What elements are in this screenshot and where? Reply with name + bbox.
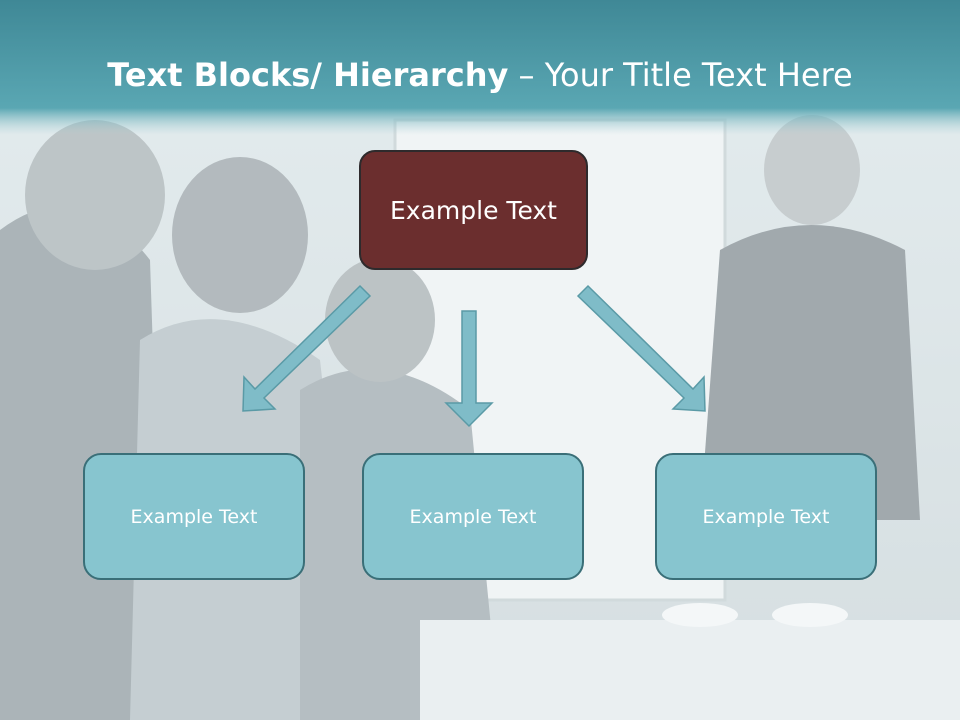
child-box-center[interactable]: Example Text [362,453,584,580]
arrow-right [576,284,706,412]
title-band [0,0,960,135]
slide-title-rest: – Your Title Text Here [508,56,853,94]
slide-title: Text Blocks/ Hierarchy – Your Title Text… [0,52,960,98]
top-level-box[interactable]: Example Text [359,150,588,270]
slide-title-bold: Text Blocks/ Hierarchy [107,56,509,94]
child-box-left[interactable]: Example Text [83,453,305,580]
arrow-left [242,284,372,412]
arrow-center [444,310,494,428]
child-box-right[interactable]: Example Text [655,453,877,580]
